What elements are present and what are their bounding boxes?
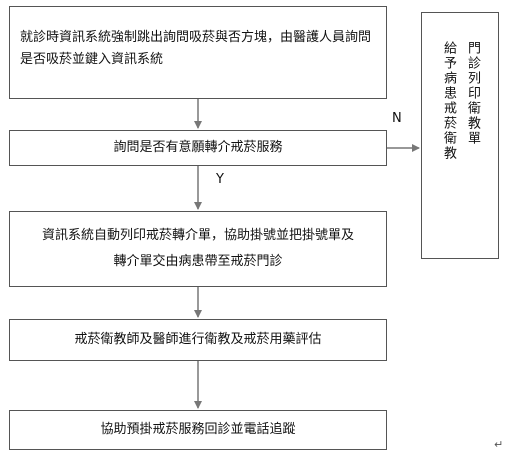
step-text-2: 詢問是否有意願轉介戒菸服務 (113, 140, 283, 155)
step-box-3: 資訊系統自動列印戒菸轉介單，協助掛號並把掛號單及 轉介單交由病患帶至戒菸門診 (9, 211, 387, 287)
side-text-col2: 給予病患戒菸衛教 (441, 41, 456, 161)
step-box-1: 就診時資訊系統強制跳出詢問吸菸與否方塊，由醫護人員詢問是否吸菸並鍵入資訊系統 (9, 6, 387, 99)
label-yes: Y (216, 172, 224, 187)
step-box-5: 協助預掛戒菸服務回診並電話追蹤 (9, 410, 387, 450)
step-text-3-line2: 轉介單交由病患帶至戒菸門診 (113, 254, 283, 269)
step-text-5: 協助預掛戒菸服務回診並電話追蹤 (100, 422, 296, 437)
side-box-no-branch: 門診列印衛教單 給予病患戒菸衛教 (421, 12, 499, 259)
step-box-4: 戒菸衛教師及醫師進行衛教及戒菸用藥評估 (9, 319, 387, 361)
paragraph-mark: ↵ (494, 438, 504, 451)
step-text-1: 就診時資訊系統強制跳出詢問吸菸與否方塊，由醫護人員詢問是否吸菸並鍵入資訊系統 (20, 30, 372, 67)
step-box-2: 詢問是否有意願轉介戒菸服務 (9, 130, 387, 166)
label-no: N (392, 111, 402, 126)
step-text-3-line1: 資訊系統自動列印戒菸轉介單，協助掛號並把掛號單及 (41, 228, 354, 243)
side-text-col1: 門診列印衛教單 (465, 41, 480, 146)
step-text-4: 戒菸衛教師及醫師進行衛教及戒菸用藥評估 (74, 332, 322, 347)
